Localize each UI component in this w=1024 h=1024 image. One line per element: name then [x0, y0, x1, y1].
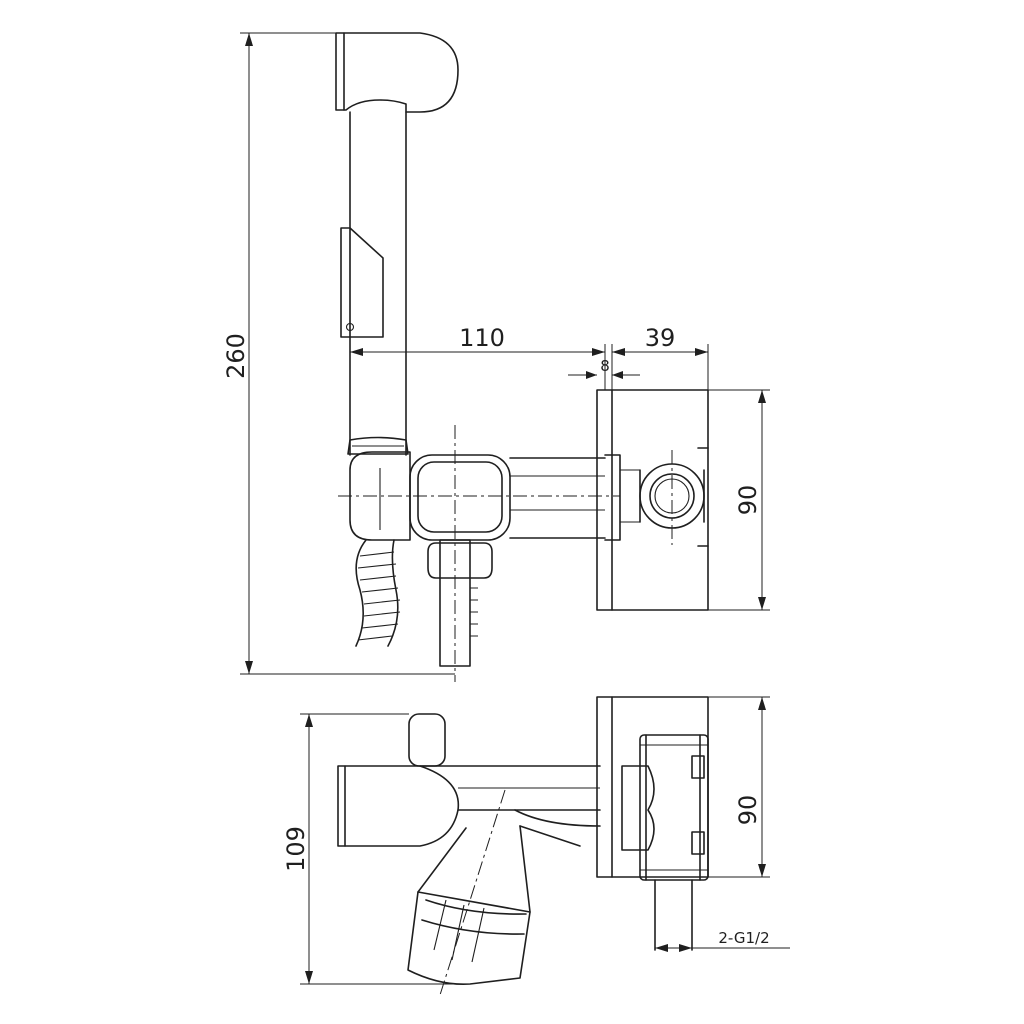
front-view: 260 110 39 8 — [222, 32, 770, 682]
label-box-height-side: 90 — [734, 795, 762, 826]
dim-box-height-front: 90 — [708, 389, 770, 611]
shower-handle — [340, 111, 409, 456]
hose — [355, 539, 401, 647]
dim-total-height: 260 — [222, 32, 455, 675]
dim-box-height-side: 90 — [708, 696, 770, 878]
side-body — [337, 765, 601, 847]
shower-head — [335, 32, 459, 113]
label-box-height-front: 90 — [734, 485, 762, 516]
label-total-height: 260 — [222, 333, 250, 379]
dim-box-depth: 39 — [611, 324, 709, 390]
outlet-stem — [427, 539, 493, 667]
wall-plate-front — [596, 389, 709, 611]
dim-thread: 2-G1/2 — [655, 929, 790, 952]
label-side-height: 109 — [282, 826, 310, 872]
dim-side-height: 109 — [282, 713, 470, 985]
wall-plate-side — [596, 696, 709, 951]
dim-reach: 110 — [349, 324, 606, 440]
label-reach: 110 — [459, 324, 505, 352]
label-thread: 2-G1/2 — [718, 929, 769, 947]
label-plate-gap: 8 — [600, 357, 610, 375]
label-box-depth: 39 — [645, 324, 676, 352]
holder-body — [349, 451, 606, 541]
dim-plate-gap: 8 — [568, 357, 640, 379]
side-centerline — [439, 789, 506, 996]
top-nipple — [408, 713, 446, 767]
side-view: 109 90 2-G1/2 — [282, 696, 790, 996]
